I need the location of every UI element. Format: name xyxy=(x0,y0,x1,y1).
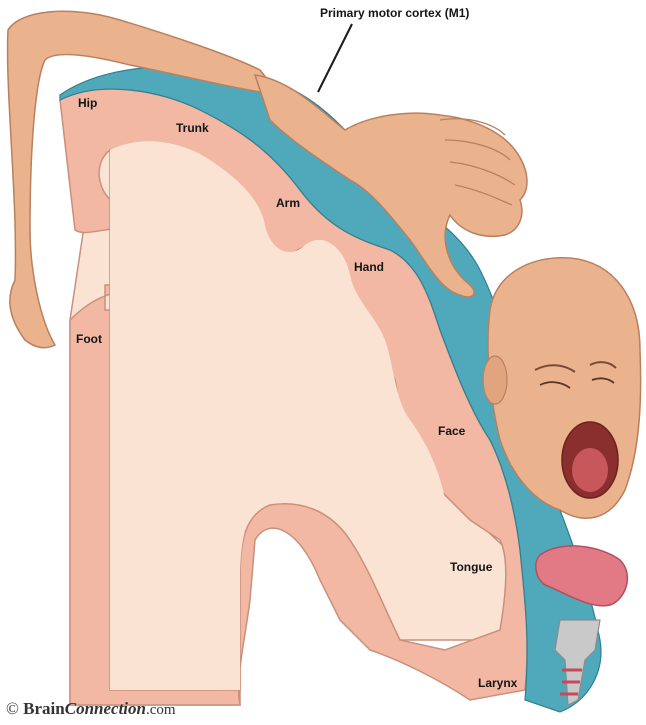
foot-label: Foot xyxy=(76,332,102,346)
hip-label: Hip xyxy=(78,96,97,110)
primary-motor-cortex-label: Primary motor cortex (M1) xyxy=(320,6,469,20)
credit-domain: .com xyxy=(146,702,176,718)
credit-brand-b: Connection xyxy=(65,699,146,718)
face-label: Face xyxy=(438,424,465,438)
arm-label: Arm xyxy=(276,196,300,210)
trunk-label: Trunk xyxy=(176,121,209,135)
ear-drawing xyxy=(483,356,507,404)
copyright-symbol: © xyxy=(6,699,19,718)
brainconnection-credit: © BrainConnection.com xyxy=(6,699,176,719)
tongue-label: Tongue xyxy=(450,560,492,574)
credit-brand-a: Brain xyxy=(23,699,65,718)
mouth-inner xyxy=(572,448,608,492)
hand-label: Hand xyxy=(354,260,384,274)
title-leader-line xyxy=(318,24,352,92)
larynx-label: Larynx xyxy=(478,676,517,690)
